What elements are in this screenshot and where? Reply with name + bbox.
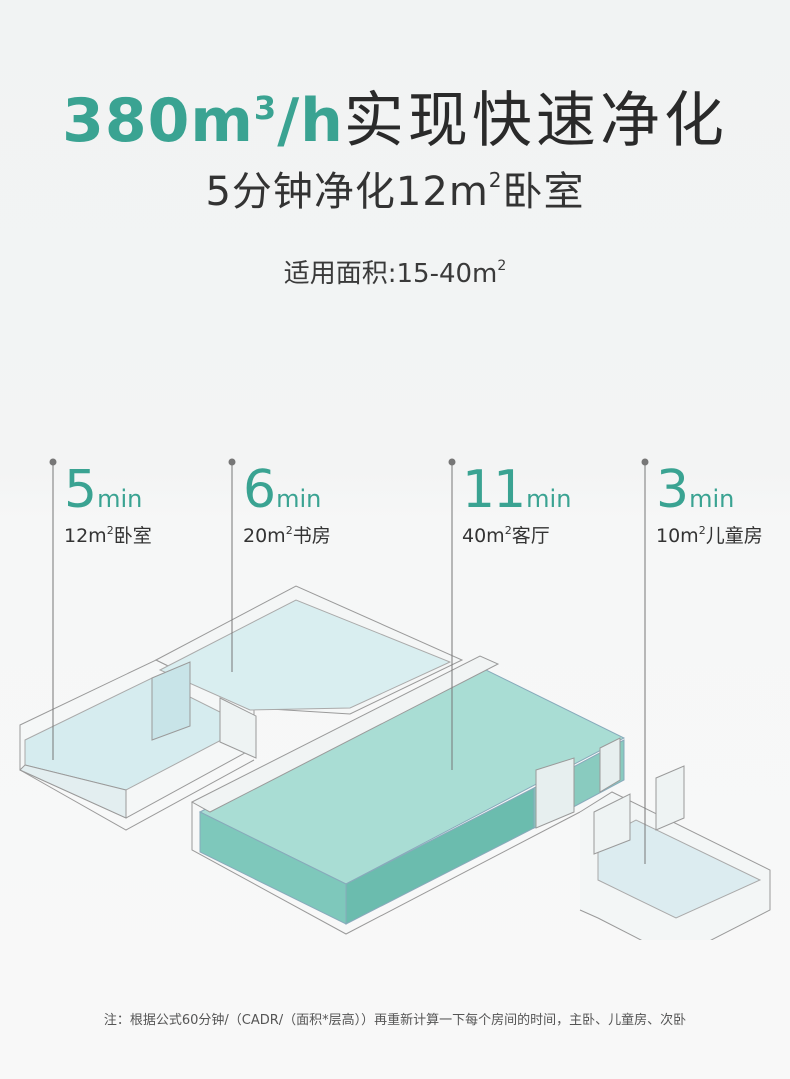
room-living: 11min 40m2客厅 (462, 460, 572, 547)
study-floor (158, 599, 452, 711)
headline-airflow: 380m3/h (62, 86, 344, 156)
study-label: 20m2书房 (243, 524, 331, 547)
room-study: 6min 20m2书房 (243, 460, 331, 547)
headline-purify-text: 实现快速净化 (343, 86, 728, 156)
living-room-label: 40m2客厅 (462, 524, 550, 547)
bedroom-time: 5 (64, 460, 97, 520)
footnote: 注：根据公式60分钟/（CADR/（面积*层高））再重新计算一下每个房间的时间，… (103, 1013, 687, 1028)
room-bedroom: 5min 12m2卧室 (64, 460, 152, 547)
subheadline: 5分钟净化12m2卧室 (205, 168, 585, 215)
kids-room-label: 10m2儿童房 (656, 524, 763, 547)
kids-room-time: 3 (656, 460, 689, 520)
floorplan-illustration (19, 458, 771, 940)
room-kids: 3min 10m2儿童房 (656, 460, 763, 547)
study-time: 6 (243, 460, 276, 520)
living-room-time: 11 (462, 460, 526, 520)
headline: 380m3/h实现快速净化 (0, 68, 790, 161)
bedroom-label: 12m2卧室 (64, 524, 152, 547)
bedroom-floor (24, 677, 250, 791)
applicable-area: 适用面积:15-40m2 (283, 258, 507, 289)
